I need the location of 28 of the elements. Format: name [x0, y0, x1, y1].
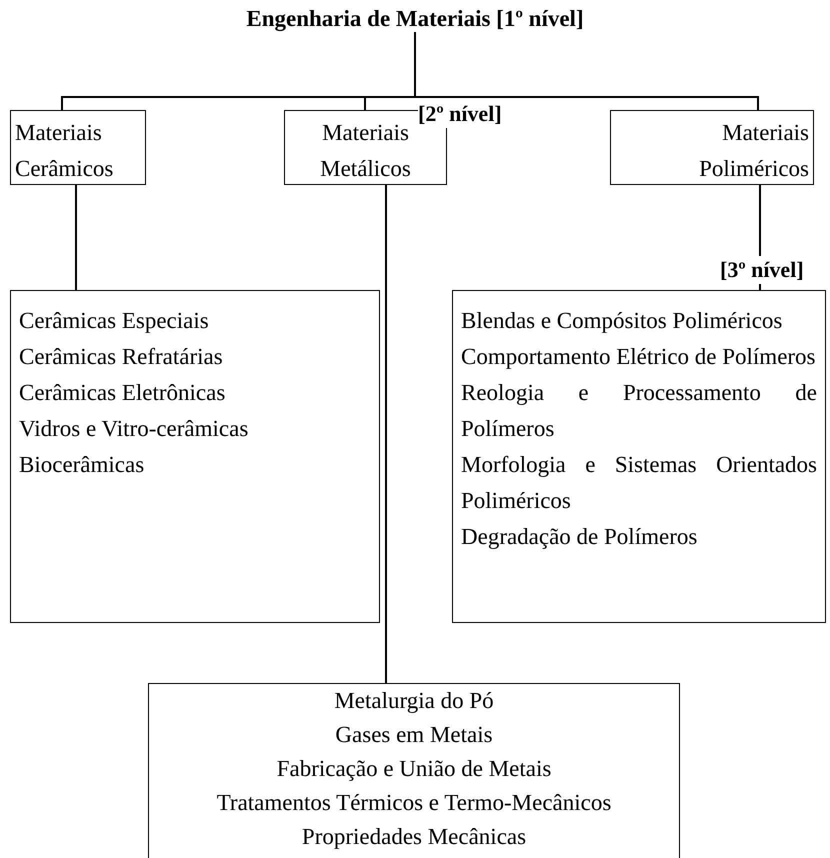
category-label: Materiais Metálicos: [319, 119, 412, 183]
list-item: Cerâmicas Especiais: [19, 307, 210, 335]
connector-line: [75, 185, 77, 290]
list-item: Tratamentos Térmicos e Termo-Mecânicos: [216, 789, 612, 817]
list-item: Degradação de Polímeros: [461, 523, 698, 551]
list-item: Cerâmicas Eletrônicas: [19, 379, 226, 407]
topic-list-box: [10, 290, 380, 623]
connector-line: [414, 32, 759, 110]
list-item: Propriedades Mecânicas: [300, 823, 528, 851]
topic-list-box: [452, 290, 826, 623]
heading-text: Engenharia de Materiais [1º nível]: [235, 2, 595, 32]
category-box: [10, 110, 146, 185]
list-item: Fabricação e União de Metais: [276, 755, 552, 783]
list-item: Vidros e Vitro-cerâmicas: [19, 415, 250, 443]
category-label: Materiais Cerâmicos: [15, 119, 114, 183]
topic-list-box: [148, 683, 680, 858]
list-item: Comportamento Elétrico de Polímeros: [461, 343, 817, 371]
list-item: Blendas e Compósitos Poliméricos: [461, 307, 784, 335]
list-item: Morfologia e Sistemas Orientados Poliméricos: [461, 451, 817, 515]
category-box: [610, 110, 814, 185]
list-item: Metalurgia do Pó: [333, 687, 495, 715]
level-label: [3º nível]: [720, 256, 804, 284]
list-item: Biocerâmicas: [19, 451, 146, 479]
list-item: Reologia e Processamento de Polímeros: [461, 379, 817, 443]
category-label: Materiais Poliméricos: [698, 119, 809, 183]
list-item: Gases em Metais: [334, 721, 494, 749]
connector-line: [385, 185, 387, 683]
list-item: Cerâmicas Refratárias: [19, 343, 224, 371]
